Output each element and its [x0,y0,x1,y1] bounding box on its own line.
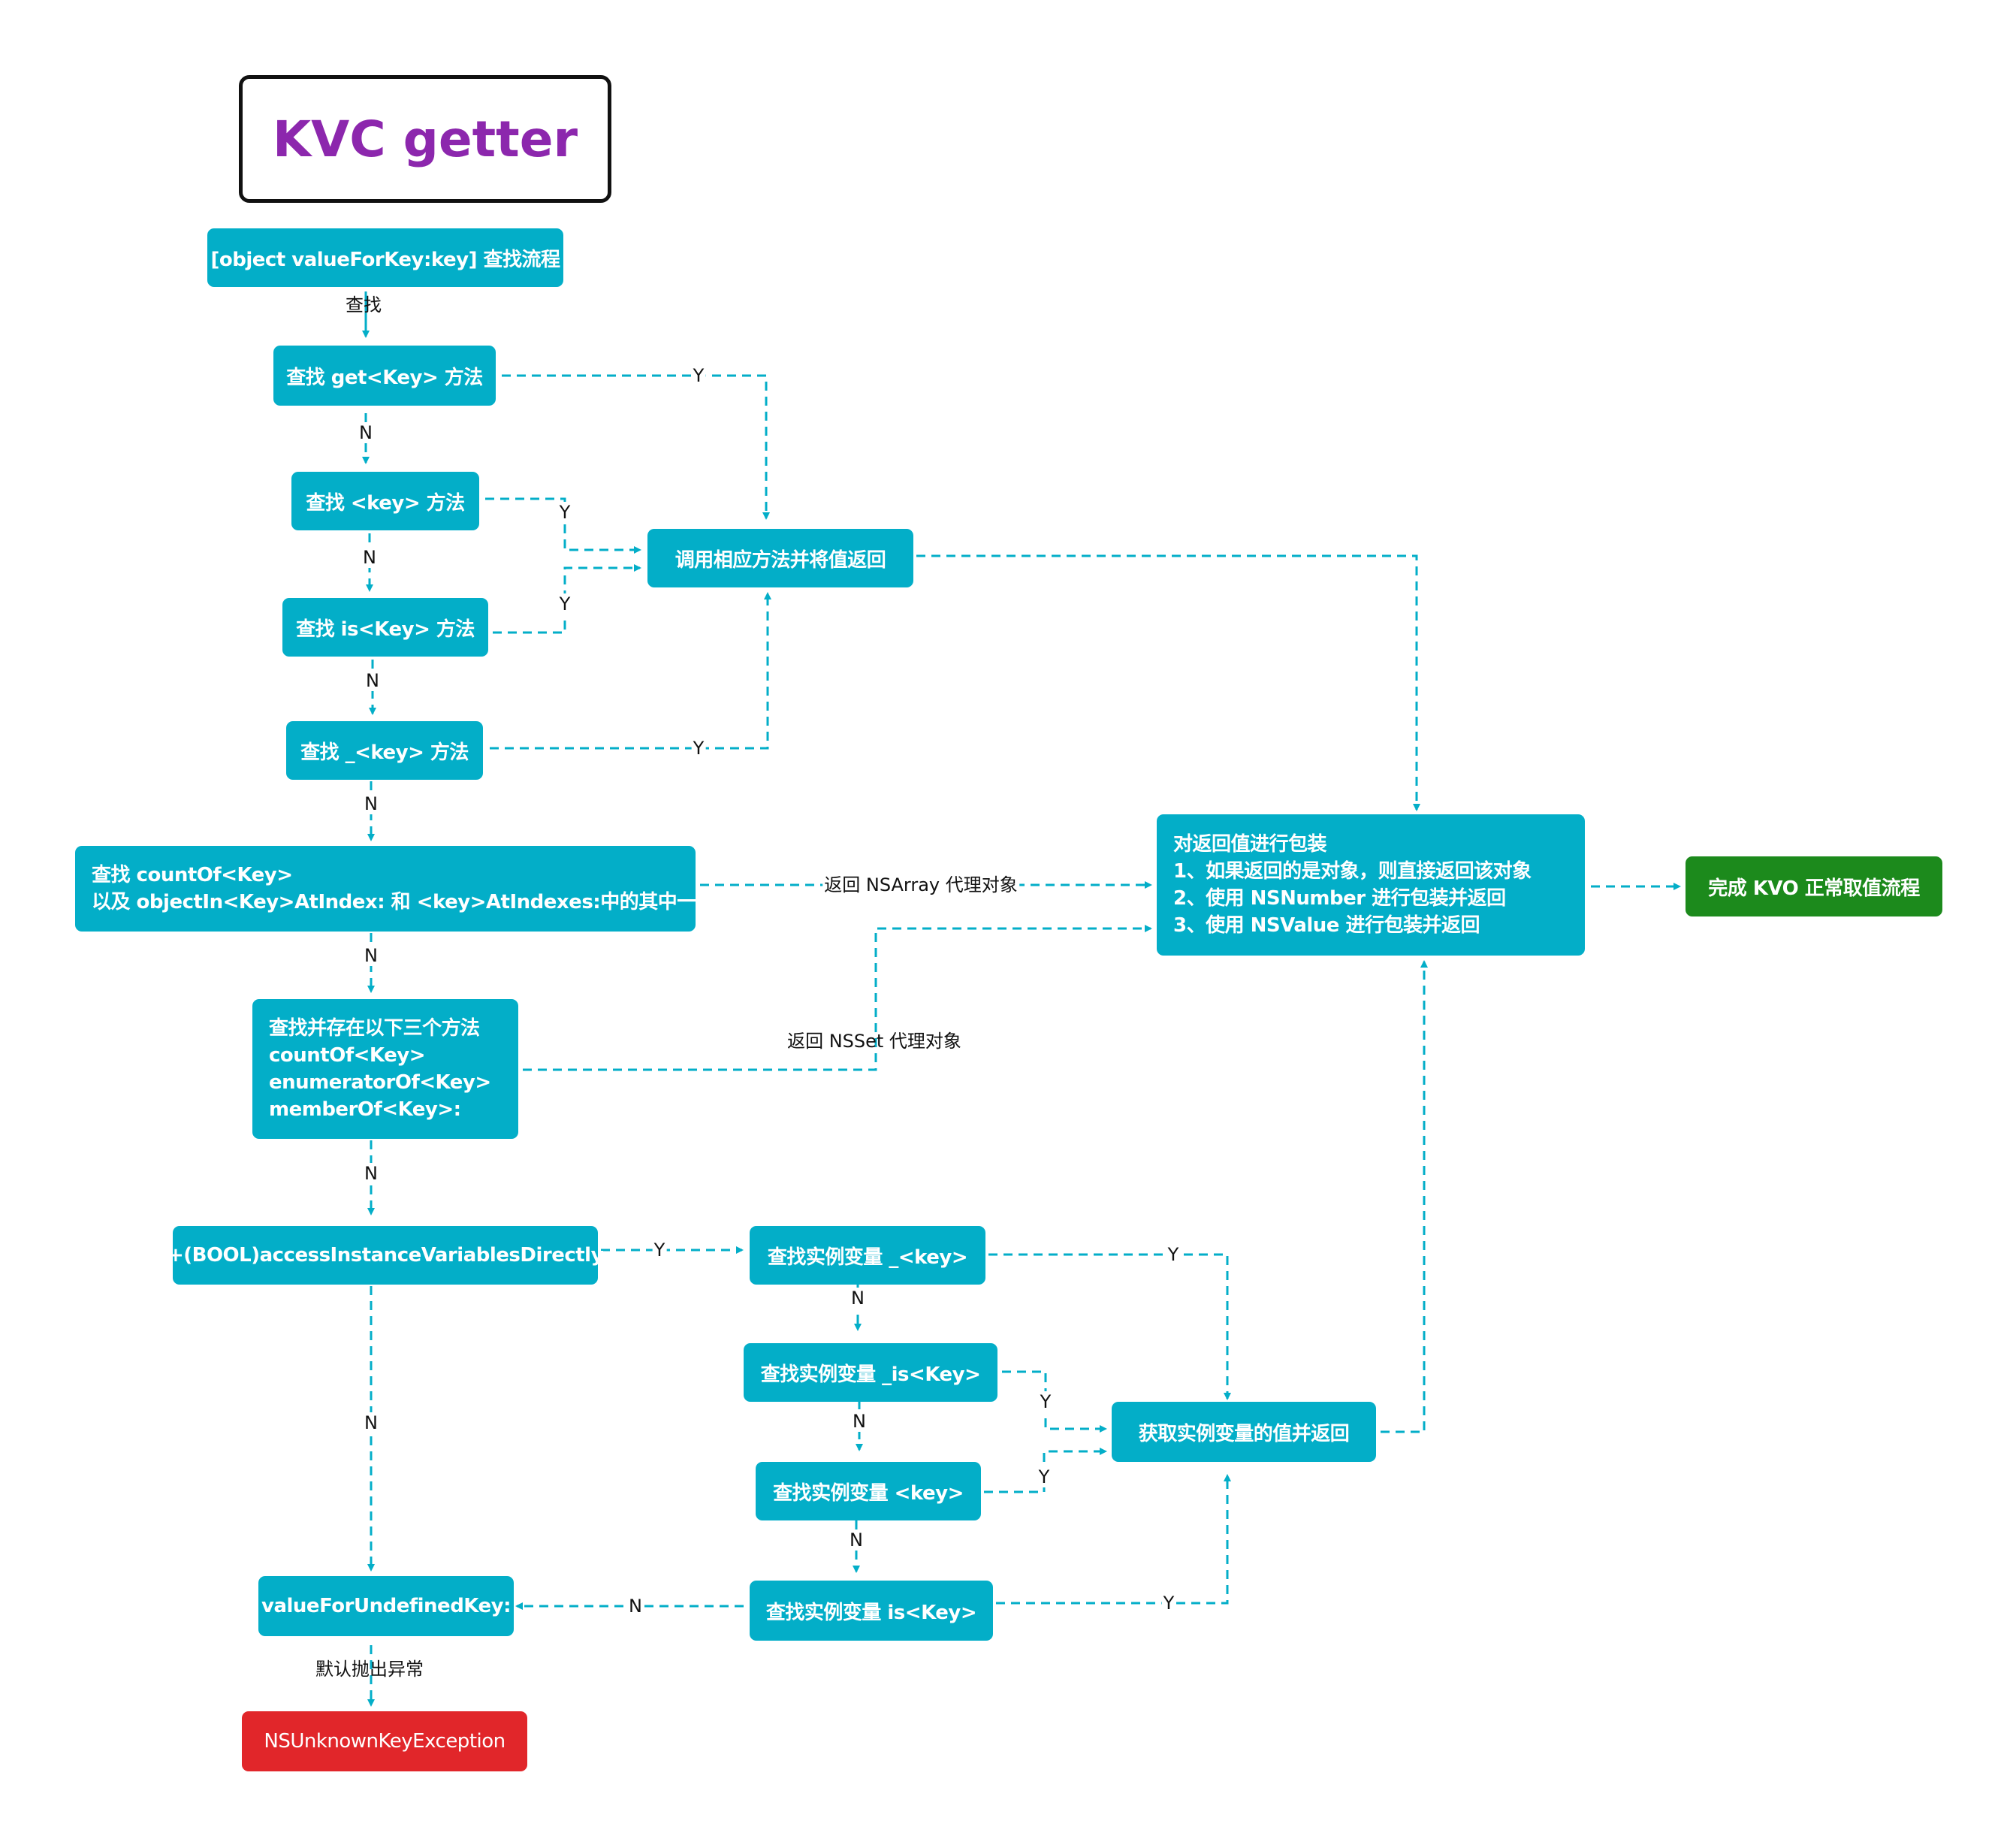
label-no-ivar-is-key: N [627,1596,644,1617]
label-search: 查找 [346,294,382,316]
node-count-of-key: 查找 countOf<Key> 以及 objectIn<Key>AtIndex:… [75,846,716,932]
label-no-three-methods: N [363,1163,379,1184]
label-default-throw: 默认抛出异常 [315,1659,424,1680]
node-value-for-undefined-key: valueForUndefinedKey: [258,1576,514,1636]
edge-key-method-yes [485,497,641,554]
node-get-ivar-value: 获取实例变量的值并返回 [1112,1402,1376,1462]
label-nsarray-proxy: 返回 NSArray 代理对象 [822,874,1019,895]
three-methods-line-3: enumeratorOf<Key> [269,1071,491,1094]
node-underscore-key-method: 查找 _<key> 方法 [286,721,483,780]
node-three-methods: 查找并存在以下三个方法 countOf<Key> enumeratorOf<Ke… [252,999,518,1139]
edge-call-method-to-wrap [916,554,1420,811]
edge-ivar-is-key-yes [996,1474,1231,1605]
node-start: [object valueForKey:key] 查找流程 [207,228,563,287]
three-methods-line-2: countOf<Key> [269,1044,425,1067]
count-of-line-2: 以及 objectIn<Key>AtIndex: 和 <key>AtIndexe… [92,891,716,913]
wrap-line-4: 3、使用 NSValue 进行包装并返回 [1173,914,1480,937]
wrap-line-1: 对返回值进行包装 [1173,833,1327,856]
label-no-is-key: N [364,670,381,691]
node-is-key-method: 查找 is<Key> 方法 [282,598,488,657]
label-no-count-of: N [363,945,379,966]
node-ivar-is-key: 查找实例变量 is<Key> [750,1581,993,1641]
node-ivar-underscore-is-key: 查找实例变量 _is<Key> [744,1343,997,1402]
label-yes-ivar-key: Y [1037,1466,1052,1487]
count-of-line-1: 查找 countOf<Key> [92,864,293,886]
node-done: 完成 KVO 正常取值流程 [1686,856,1942,916]
label-no-access-ivars: N [363,1412,379,1433]
label-no-get-key: N [358,422,374,443]
edge-is-key-yes [493,564,641,634]
three-methods-line-4: memberOf<Key>: [269,1098,461,1121]
edge-nsset-proxy [523,925,1152,1071]
label-no-underscore-key: N [363,793,379,814]
node-get-key-method: 查找 get<Key> 方法 [273,346,496,406]
node-key-method: 查找 <key> 方法 [291,472,479,530]
wrap-line-2: 1、如果返回的是对象，则直接返回该对象 [1173,860,1532,883]
label-yes-ivar-underscore-key: Y [1166,1244,1181,1265]
node-ivar-underscore-key: 查找实例变量 _<key> [750,1226,985,1285]
label-yes-underscore-key: Y [691,738,706,759]
node-access-ivars-directly: +(BOOL)accessInstanceVariablesDirectly [167,1226,604,1285]
diagram-title: KVC getter [239,75,611,203]
edge-get-key-yes [502,374,770,520]
label-yes-ivar-is-key: Y [1161,1593,1176,1614]
label-yes-access-ivars: Y [652,1240,667,1261]
label-no-ivar-underscore-is-key: N [851,1411,868,1432]
label-yes-is-key: Y [557,593,572,614]
label-yes-get-key: Y [691,365,706,386]
node-ivar-key: 查找实例变量 <key> [756,1462,981,1520]
label-nsset-proxy: 返回 NSSet 代理对象 [787,1031,961,1052]
node-call-method-return: 调用相应方法并将值返回 [647,529,913,587]
edge-get-ivar-to-wrap [1381,960,1428,1433]
three-methods-line-1: 查找并存在以下三个方法 [269,1017,480,1040]
node-wrap-return-value: 对返回值进行包装 1、如果返回的是对象，则直接返回该对象 2、使用 NSNumb… [1157,814,1585,956]
wrap-line-3: 2、使用 NSNumber 进行包装并返回 [1173,887,1506,910]
node-exception: NSUnknownKeyException [242,1711,527,1771]
label-no-key-method: N [361,547,378,568]
label-no-ivar-underscore-key: N [850,1288,866,1309]
label-no-ivar-key: N [848,1529,865,1551]
label-yes-key-method: Y [557,502,572,523]
edge-ivar-underscore-is-key-yes [1002,1370,1107,1433]
edge-underscore-key-yes [490,592,771,750]
label-yes-ivar-underscore-is-key: Y [1038,1391,1053,1412]
edge-ivar-underscore-key-yes [988,1253,1231,1400]
